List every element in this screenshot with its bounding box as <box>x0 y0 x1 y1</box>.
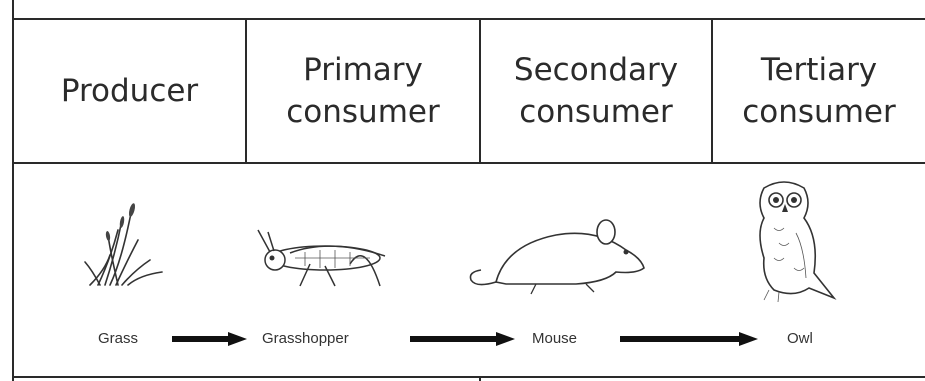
header-producer: Producer <box>14 20 245 162</box>
column-divider-3 <box>711 20 713 162</box>
label-owl: Owl <box>787 330 813 347</box>
column-divider-1 <box>245 20 247 162</box>
header-producer-line1: Producer <box>60 73 199 109</box>
column-divider-2 <box>479 20 481 162</box>
header-primary-line2: consumer <box>286 94 440 130</box>
mouse-icon <box>469 219 645 295</box>
arrow-grasshopper-to-mouse <box>410 332 515 346</box>
table-header-divider <box>12 162 925 164</box>
header-tertiary-line2: consumer <box>742 94 896 130</box>
grass-icon <box>84 203 163 286</box>
header-secondary-consumer: Secondary consumer <box>481 20 711 162</box>
table-left-border <box>12 0 14 381</box>
owl-icon <box>759 181 837 303</box>
label-grass: Grass <box>98 330 139 347</box>
column-divider-bottom <box>479 376 481 381</box>
header-tertiary-consumer: Tertiary consumer <box>713 20 925 162</box>
arrow-mouse-to-owl <box>620 332 758 346</box>
grasshopper-icon <box>257 229 386 287</box>
label-mouse: Mouse <box>532 330 578 347</box>
header-primary-consumer: Primary consumer <box>247 20 479 162</box>
table-top-border <box>12 18 925 20</box>
label-grasshopper: Grasshopper <box>262 330 349 347</box>
header-tertiary-line1: Tertiary <box>760 52 878 88</box>
header-secondary-line1: Secondary <box>513 52 679 88</box>
header-secondary-line2: consumer <box>519 94 673 130</box>
table-bottom-border <box>12 376 925 378</box>
header-primary-line1: Primary <box>303 52 423 88</box>
arrow-grass-to-grasshopper <box>172 332 247 346</box>
